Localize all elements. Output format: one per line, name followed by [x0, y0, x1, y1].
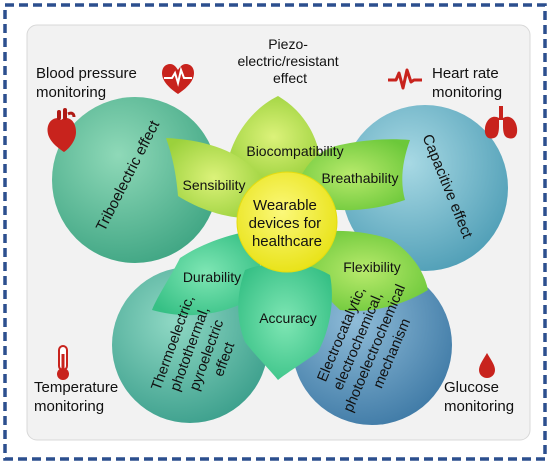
petal-label-accuracy: Accuracy — [259, 310, 317, 326]
petal-label-breathability: Breathability — [321, 170, 398, 186]
petal-flexibility — [300, 230, 428, 311]
piezo-effect-label: Piezo- electric/resistant effect — [237, 36, 342, 86]
temperature-label: Temperature monitoring — [34, 379, 122, 415]
thermometer-icon — [57, 345, 69, 380]
center-label: Wearable devices for healthcare — [249, 197, 326, 250]
triboelectric-circle — [52, 97, 218, 263]
anatomical-heart-icon — [47, 108, 76, 152]
center-line: Wearable — [253, 197, 317, 214]
electrochemical-circle — [292, 265, 452, 425]
glucose-label: Glucose monitoring — [444, 379, 514, 415]
heart-rate-label: Heart rate monitoring — [432, 65, 503, 101]
petal-biocompatibility — [225, 96, 322, 178]
petal-durability — [152, 230, 261, 316]
blood-drop-icon — [479, 353, 495, 378]
petal-label-flexibility: Flexibility — [343, 259, 401, 275]
petal-label-durability: Durability — [183, 269, 241, 285]
center-circle — [236, 171, 338, 273]
lungs-icon — [484, 106, 518, 139]
center-line: devices for — [249, 215, 322, 232]
petal-label-biocompatibility: Biocompatibility — [246, 143, 343, 159]
petal-accuracy — [238, 263, 332, 380]
center-line: healthcare — [252, 233, 322, 250]
petal-label-sensibility: Sensibility — [182, 177, 245, 193]
blood-pressure-label: Blood pressure monitoring — [36, 65, 141, 101]
heartbeat-line-icon — [388, 68, 422, 90]
petal-sensibility — [166, 138, 262, 219]
heart-with-pulse-icon — [162, 64, 194, 94]
